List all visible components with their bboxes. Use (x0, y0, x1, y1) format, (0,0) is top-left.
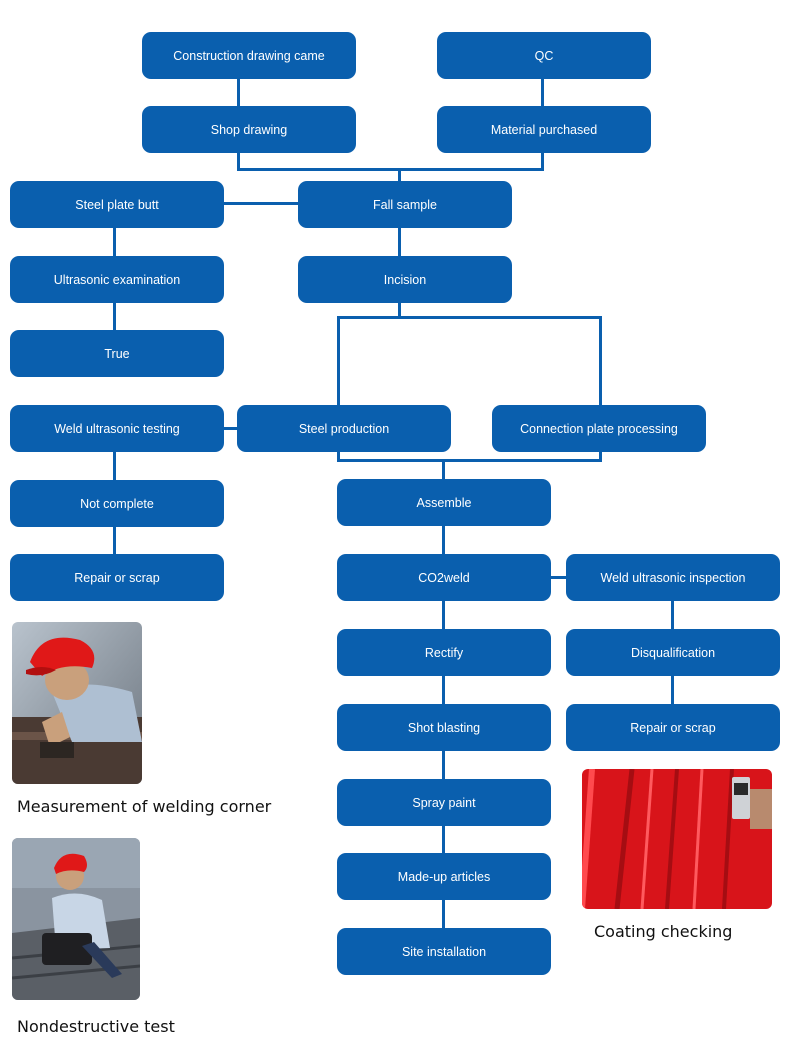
connector (541, 78, 544, 106)
connector (671, 675, 674, 705)
welding-corner-caption: Measurement of welding corner (17, 797, 272, 816)
connector (548, 576, 568, 579)
connector (671, 600, 674, 630)
connector (237, 78, 240, 106)
node-repair-or-scrap-left: Repair or scrap (10, 554, 224, 601)
node-fall-sample: Fall sample (298, 181, 512, 228)
connector (442, 525, 445, 555)
connector (223, 202, 299, 205)
node-rectify: Rectify (337, 629, 551, 676)
node-repair-or-scrap-right: Repair or scrap (566, 704, 780, 751)
connector (442, 900, 445, 930)
node-disqualification: Disqualification (566, 629, 780, 676)
connector (113, 227, 116, 257)
connector (442, 825, 445, 855)
connector (442, 675, 445, 705)
connector (398, 227, 401, 257)
connector (442, 461, 445, 481)
connector (599, 316, 602, 462)
connector (337, 316, 602, 319)
connector (442, 600, 445, 630)
node-qc: QC (437, 32, 651, 79)
connector (113, 451, 116, 481)
node-weld-ultrasonic-testing: Weld ultrasonic testing (10, 405, 224, 452)
connector (337, 459, 602, 462)
welding-corner-photo (12, 622, 142, 784)
node-made-up-articles: Made-up articles (337, 853, 551, 900)
nondestructive-test-photo (12, 838, 140, 1000)
coating-checking-caption: Coating checking (594, 922, 733, 941)
node-steel-production: Steel production (237, 405, 451, 452)
node-shop-drawing: Shop drawing (142, 106, 356, 153)
connector (398, 168, 401, 182)
node-site-installation: Site installation (337, 928, 551, 975)
node-incision: Incision (298, 256, 512, 303)
connector (237, 168, 544, 171)
node-co2weld: CO2weld (337, 554, 551, 601)
node-spray-paint: Spray paint (337, 779, 551, 826)
node-not-complete: Not complete (10, 480, 224, 527)
connector (398, 302, 401, 318)
node-steel-plate-butt: Steel plate butt (10, 181, 224, 228)
connector (237, 152, 240, 170)
connector (113, 525, 116, 555)
connector (113, 301, 116, 331)
node-connection-plate-processing: Connection plate processing (492, 405, 706, 452)
node-assemble: Assemble (337, 479, 551, 526)
connector (541, 152, 544, 170)
nondestructive-test-caption: Nondestructive test (17, 1017, 175, 1036)
node-true: True (10, 330, 224, 377)
connector (337, 316, 340, 462)
coating-checking-photo (582, 769, 772, 909)
connector (442, 750, 445, 780)
node-ultrasonic-examination: Ultrasonic examination (10, 256, 224, 303)
node-weld-ultrasonic-inspection: Weld ultrasonic inspection (566, 554, 780, 601)
node-construction-drawing: Construction drawing came (142, 32, 356, 79)
connector (223, 427, 239, 430)
node-material-purchased: Material purchased (437, 106, 651, 153)
node-shot-blasting: Shot blasting (337, 704, 551, 751)
